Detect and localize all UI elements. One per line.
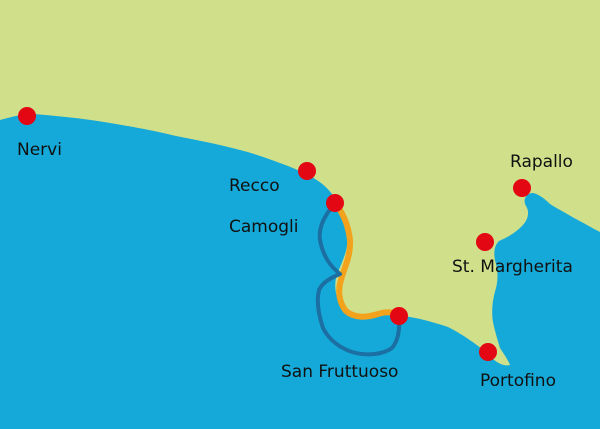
town-label-san-fruttuoso: San Fruttuoso: [281, 362, 399, 382]
marker-st-margherita: [476, 233, 494, 251]
town-label-camogli: Camogli: [229, 217, 299, 237]
marker-rapallo: [513, 179, 531, 197]
boat-route: [315, 201, 402, 357]
marker-portofino: [479, 343, 497, 361]
land: [0, 0, 600, 366]
town-label-nervi: Nervi: [17, 140, 62, 160]
town-label-portofino: Portofino: [480, 371, 556, 391]
marker-san-fruttuoso: [390, 307, 408, 325]
marker-recco: [298, 162, 316, 180]
town-markers: [18, 107, 531, 361]
town-label-rapallo: Rapallo: [510, 152, 573, 172]
marker-camogli: [326, 194, 344, 212]
hiking-trail: [332, 200, 402, 320]
town-label-recco: Recco: [229, 176, 280, 196]
town-label-st-margherita: St. Margherita: [452, 257, 573, 277]
marker-nervi: [18, 107, 36, 125]
